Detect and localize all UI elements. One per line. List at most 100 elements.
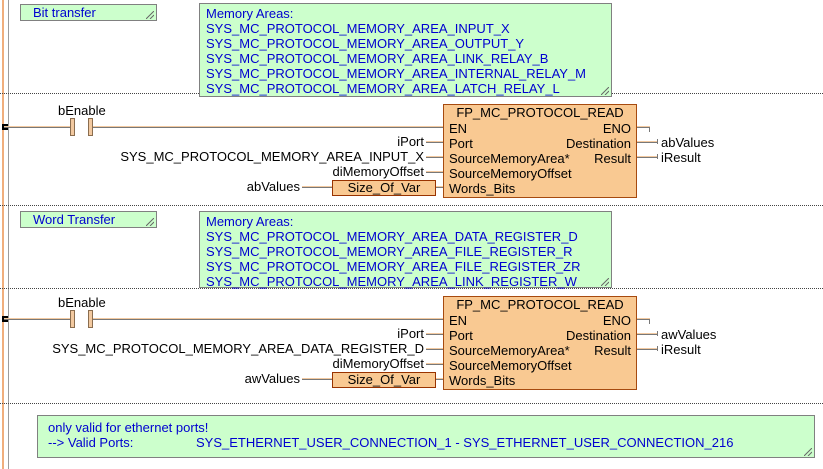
open-pin-tick bbox=[649, 128, 650, 132]
function-block[interactable]: FP_MC_PROTOCOL_READ EN ENO Port Destinat… bbox=[443, 296, 637, 390]
memory-area-line: SYS_MC_PROTOCOL_MEMORY_AREA_FILE_REGISTE… bbox=[206, 244, 573, 259]
memory-area-line: SYS_MC_PROTOCOL_MEMORY_AREA_INPUT_X bbox=[206, 21, 510, 36]
pin-wire bbox=[302, 186, 332, 188]
pin-wire bbox=[426, 171, 443, 173]
pin-label-left: SourceMemoryArea* bbox=[449, 343, 570, 358]
memory-area-line: SYS_MC_PROTOCOL_MEMORY_AREA_DATA_REGISTE… bbox=[206, 229, 578, 244]
input-variable-memory-area[interactable]: SYS_MC_PROTOCOL_MEMORY_AREA_INPUT_X bbox=[120, 149, 424, 164]
comment-footer-note[interactable]: only valid for ethernet ports! --> Valid… bbox=[37, 415, 815, 458]
pin-label-right: Destination bbox=[565, 136, 631, 151]
memory-area-line: SYS_MC_PROTOCOL_MEMORY_AREA_LINK_RELAY_B bbox=[206, 51, 549, 66]
footer-valid-ports-value: SYS_ETHERNET_USER_CONNECTION_1 - SYS_ETH… bbox=[196, 435, 734, 450]
contact-icon[interactable] bbox=[70, 118, 75, 136]
comment-title: Memory Areas: bbox=[206, 6, 294, 21]
pin-wire bbox=[426, 156, 443, 158]
memory-area-line: SYS_MC_PROTOCOL_MEMORY_AREA_OUTPUT_Y bbox=[206, 36, 525, 51]
left-power-rail bbox=[2, 0, 4, 469]
input-variable-offset[interactable]: diMemoryOffset bbox=[332, 164, 424, 179]
output-pin-tick bbox=[657, 331, 658, 336]
pin-wire bbox=[302, 378, 332, 380]
pin-wire bbox=[426, 363, 443, 365]
comment-memory-areas-words[interactable]: Memory Areas: SYS_MC_PROTOCOL_MEMORY_ARE… bbox=[199, 211, 612, 289]
resize-grip-icon[interactable] bbox=[804, 448, 812, 456]
pin-label-right: Result bbox=[594, 343, 631, 358]
output-pin-tick bbox=[657, 139, 658, 144]
rung-wire bbox=[93, 318, 443, 320]
rung-wire bbox=[4, 318, 70, 320]
input-variable-port[interactable]: iPort bbox=[397, 134, 424, 149]
comment-text: Bit transfer bbox=[33, 5, 96, 20]
contact-icon[interactable] bbox=[88, 118, 93, 136]
output-wire bbox=[637, 141, 658, 143]
pin-label-right: ENO bbox=[602, 313, 631, 328]
pin-label-left: EN bbox=[449, 313, 468, 328]
footer-line2: --> Valid Ports: SYS_ETHERNET_USER_CONNEC… bbox=[48, 435, 804, 450]
memory-area-line: SYS_MC_PROTOCOL_MEMORY_AREA_FILE_REGISTE… bbox=[206, 259, 581, 274]
output-variable-result[interactable]: iResult bbox=[661, 150, 701, 165]
resize-grip-icon[interactable] bbox=[146, 218, 154, 226]
pin-wire bbox=[426, 348, 443, 350]
pin-wire bbox=[436, 186, 443, 188]
network-separator bbox=[0, 205, 823, 206]
size-of-var-operator[interactable]: Size_Of_Var bbox=[332, 180, 436, 196]
memory-area-line: SYS_MC_PROTOCOL_MEMORY_AREA_LATCH_RELAY_… bbox=[206, 81, 560, 96]
resize-grip-icon[interactable] bbox=[146, 11, 154, 19]
input-variable-port[interactable]: iPort bbox=[397, 326, 424, 341]
contact-variable-label[interactable]: bEnable bbox=[58, 103, 106, 118]
size-of-var-label: Size_Of_Var bbox=[347, 180, 421, 195]
resize-grip-icon[interactable] bbox=[601, 87, 609, 95]
output-wire bbox=[637, 333, 658, 335]
open-pin-tick bbox=[649, 320, 650, 324]
pin-label-left: Port bbox=[449, 136, 473, 151]
pin-wire bbox=[426, 333, 443, 335]
memory-area-line: SYS_MC_PROTOCOL_MEMORY_AREA_LINK_REGISTE… bbox=[206, 274, 577, 289]
pin-label-left: Port bbox=[449, 328, 473, 343]
output-wire bbox=[637, 348, 658, 350]
comment-text: Word Transfer bbox=[33, 212, 116, 227]
contact-icon[interactable] bbox=[70, 310, 75, 328]
size-of-var-label: Size_Of_Var bbox=[347, 372, 421, 387]
function-block[interactable]: FP_MC_PROTOCOL_READ EN ENO Port Destinat… bbox=[443, 104, 637, 198]
input-variable-size-source[interactable]: abValues bbox=[246, 179, 300, 194]
memory-area-line: SYS_MC_PROTOCOL_MEMORY_AREA_INTERNAL_REL… bbox=[206, 66, 587, 81]
output-variable-result[interactable]: iResult bbox=[661, 342, 701, 357]
pin-label-left: SourceMemoryOffset bbox=[449, 358, 572, 373]
pin-label-left: EN bbox=[449, 121, 468, 136]
rung-wire bbox=[93, 126, 443, 128]
output-variable-destination[interactable]: abValues bbox=[661, 135, 715, 150]
comment-title: Memory Areas: bbox=[206, 214, 294, 229]
rung-wire bbox=[4, 126, 70, 128]
contact-icon[interactable] bbox=[88, 310, 93, 328]
pin-label-right: Result bbox=[594, 151, 631, 166]
output-variable-destination[interactable]: awValues bbox=[661, 327, 717, 342]
pin-wire bbox=[436, 378, 443, 380]
size-of-var-operator[interactable]: Size_Of_Var bbox=[332, 372, 436, 388]
pin-label-left: Words_Bits bbox=[449, 181, 516, 196]
pin-label-left: SourceMemoryOffset bbox=[449, 166, 572, 181]
eno-stub-wire bbox=[637, 318, 650, 320]
function-block-title: FP_MC_PROTOCOL_READ bbox=[456, 105, 624, 120]
function-block-title: FP_MC_PROTOCOL_READ bbox=[456, 297, 624, 312]
network-margin-line bbox=[8, 0, 9, 469]
output-pin-tick bbox=[657, 154, 658, 159]
input-variable-offset[interactable]: diMemoryOffset bbox=[332, 356, 424, 371]
input-variable-size-source[interactable]: awValues bbox=[244, 371, 300, 386]
pin-wire bbox=[426, 141, 443, 143]
network-separator bbox=[0, 403, 823, 404]
comment-word-transfer[interactable]: Word Transfer bbox=[20, 211, 157, 228]
comment-bit-transfer[interactable]: Bit transfer bbox=[20, 4, 157, 21]
pin-label-right: Destination bbox=[565, 328, 631, 343]
footer-line1: only valid for ethernet ports! bbox=[48, 420, 209, 435]
output-wire bbox=[637, 156, 658, 158]
contact-variable-label[interactable]: bEnable bbox=[58, 295, 106, 310]
comment-memory-areas-bits[interactable]: Memory Areas: SYS_MC_PROTOCOL_MEMORY_ARE… bbox=[199, 3, 612, 97]
network-separator bbox=[0, 288, 823, 289]
input-variable-memory-area[interactable]: SYS_MC_PROTOCOL_MEMORY_AREA_DATA_REGISTE… bbox=[52, 341, 424, 356]
footer-valid-ports-label: --> Valid Ports: bbox=[48, 435, 134, 450]
eno-stub-wire bbox=[637, 126, 650, 128]
pin-label-left: SourceMemoryArea* bbox=[449, 151, 570, 166]
output-pin-tick bbox=[657, 346, 658, 351]
pin-label-left: Words_Bits bbox=[449, 373, 516, 388]
resize-grip-icon[interactable] bbox=[601, 278, 609, 286]
